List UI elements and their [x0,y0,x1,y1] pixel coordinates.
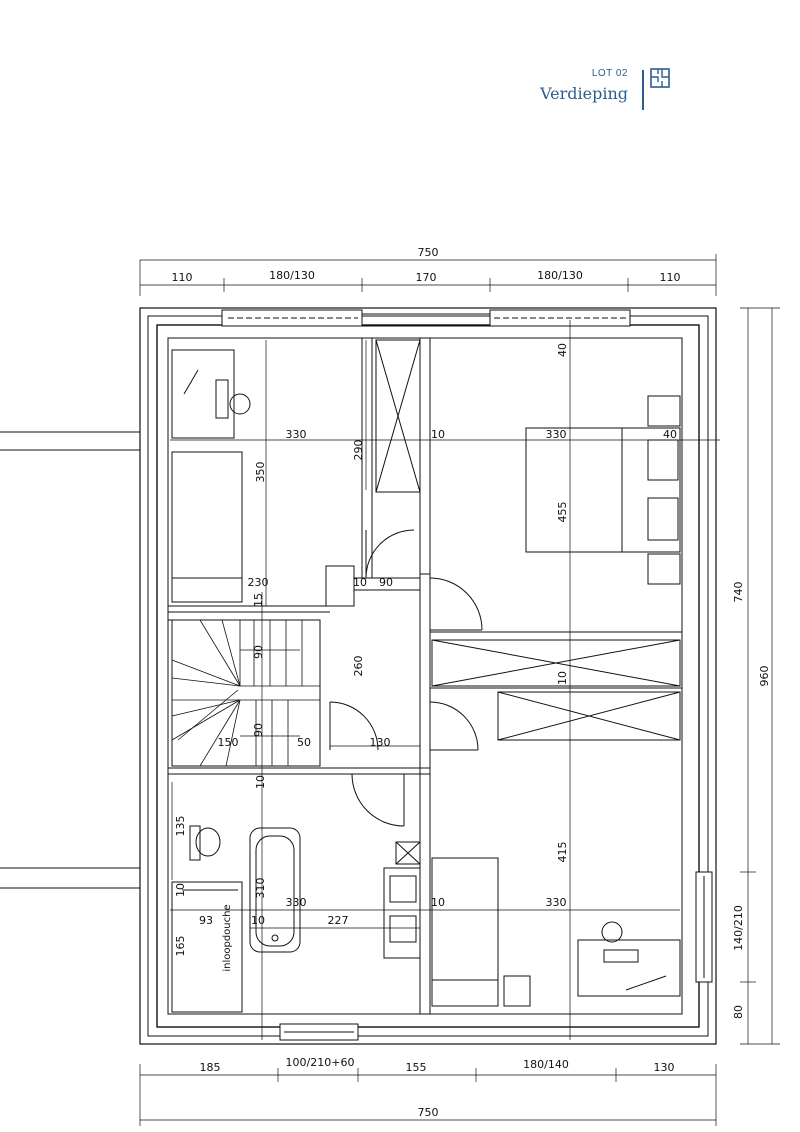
label-40-top: 40 [556,343,569,357]
label-10-g: 10 [431,896,445,909]
label-10-e: 10 [174,883,187,897]
label-330-bath: 330 [286,896,307,909]
label-10-b: 10 [353,576,367,589]
label-15: 15 [252,593,265,607]
dim-top-seg-2: 180/130 [269,269,315,282]
dim-bottom-seg-5: 130 [654,1061,675,1074]
dim-bottom-seg-4: 180/140 [523,1058,569,1071]
dim-bottom-seg-2: 100/210+60 [286,1056,355,1069]
label-330-bottom: 330 [546,896,567,909]
dim-top-seg-5: 110 [660,271,681,284]
label-330-top-right: 330 [546,428,567,441]
label-230: 230 [248,576,269,589]
label-130: 130 [370,736,391,749]
label-10-c: 10 [556,671,569,685]
dim-right-seg-3: 80 [732,1005,745,1019]
label-40: 40 [663,428,677,441]
floor-plan-icon [650,68,670,88]
label-135: 135 [174,816,187,837]
lot-number: LOT 02 [591,68,628,79]
label-10-f: 10 [251,914,265,927]
label-90: 90 [379,576,393,589]
dim-right-seg-1: 740 [732,582,745,603]
outer-wall [139,307,717,1045]
dim-right-seg-2: 140/210 [732,905,745,951]
dim-right-total: 960 [758,666,771,687]
dim-top-seg-4: 180/130 [537,269,583,282]
dim-bottom-seg-3: 155 [406,1061,427,1074]
label-227: 227 [328,914,349,927]
header-separator [642,70,644,110]
label-310: 310 [254,878,267,899]
label-290: 290 [352,440,365,461]
label-stair-90: 90 [252,645,265,659]
label-330-top: 330 [286,428,307,441]
label-415: 415 [556,842,569,863]
dim-top-seg-1: 110 [172,271,193,284]
dim-top-total: 750 [418,246,439,259]
label-50: 50 [297,736,311,749]
label-455: 455 [556,502,569,523]
label-260: 260 [352,656,365,677]
label-10-a: 10 [431,428,445,441]
label-10-d: 10 [254,775,267,789]
label-inloopdouche: inloopdouche [222,904,233,971]
dim-bottom-seg-1: 185 [200,1061,221,1074]
label-150: 150 [218,736,239,749]
label-165: 165 [174,936,187,957]
label-350: 350 [254,462,267,483]
dim-bottom-total: 750 [418,1106,439,1119]
dim-top-seg-3: 170 [416,271,437,284]
label-stair-90-b: 90 [252,723,265,737]
floor-title: Verdieping [540,84,628,103]
label-93: 93 [199,914,213,927]
plan-header: LOT 02 Verdieping [540,62,740,112]
